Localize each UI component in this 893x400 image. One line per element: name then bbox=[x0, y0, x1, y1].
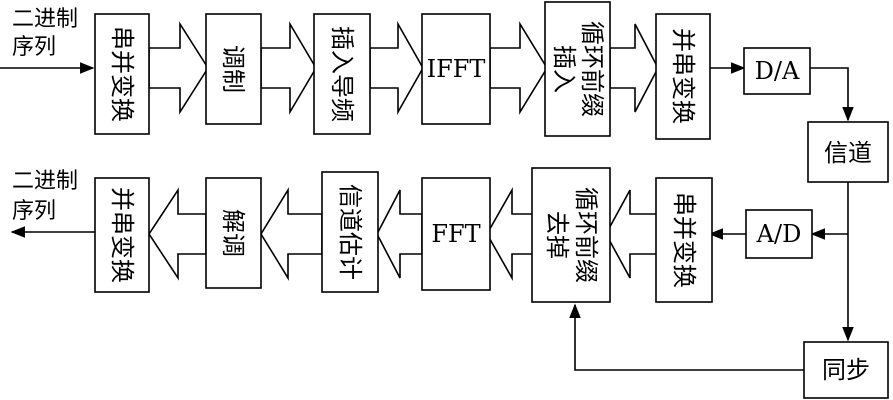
rx-fft-label: FFT bbox=[431, 220, 480, 248]
rx-fat-arrow-4 bbox=[260, 187, 323, 281]
tx-fat-arrow-3 bbox=[369, 20, 424, 116]
tx-fat-arrow-5 bbox=[609, 23, 659, 113]
rx-remove-cp-block: 去掉 循环前缀 bbox=[531, 167, 611, 303]
rx-remove-cp-label-line2: 循环前缀 bbox=[572, 187, 600, 283]
rx-fat-arrow-3 bbox=[376, 189, 423, 279]
adc-block: A/D bbox=[745, 209, 813, 259]
adc-label: A/D bbox=[756, 220, 802, 248]
sync-to-remove-cp-arrow bbox=[569, 303, 804, 371]
tx-input-label-line2: 序列 bbox=[12, 35, 56, 60]
rx-output-label-line1: 二进制 bbox=[12, 169, 78, 194]
tx-parallel-to-serial-block: 并串变换 bbox=[655, 13, 711, 140]
sync-label: 同步 bbox=[822, 356, 870, 384]
rx-serial-to-parallel-block: 串并变换 bbox=[655, 177, 713, 303]
tx-fat-arrow-1 bbox=[148, 21, 209, 115]
tx-input-label-line1: 二进制 bbox=[12, 7, 78, 32]
rx-remove-cp-label-line1: 去掉 bbox=[543, 211, 571, 259]
rx-fat-arrow-1 bbox=[605, 189, 659, 279]
channel-label: 信道 bbox=[824, 139, 872, 167]
rx-demodulation-label: 解调 bbox=[219, 209, 247, 257]
dac-to-channel-arrow bbox=[810, 67, 854, 122]
tx-serial-to-parallel-label: 串并变换 bbox=[108, 26, 136, 122]
tx-fat-arrow-4 bbox=[489, 21, 548, 115]
tx-insert-cp-label-line2: 循环前缀 bbox=[578, 21, 606, 117]
tx-serial-to-parallel-block: 串并变换 bbox=[94, 13, 150, 135]
dac-label: D/A bbox=[755, 57, 800, 85]
tx-modulation-block: 调制 bbox=[205, 13, 262, 125]
tx-insert-cp-label-line1: 插入 bbox=[550, 45, 578, 93]
rx-fat-arrow-2 bbox=[486, 186, 535, 282]
tx-modulation-label: 调制 bbox=[219, 45, 247, 93]
dac-block: D/A bbox=[743, 47, 811, 95]
rx-fft-block: FFT bbox=[421, 177, 491, 291]
rx-parallel-to-serial-label: 并串变换 bbox=[108, 187, 136, 283]
tx-ifft-label: IFFT bbox=[427, 55, 486, 83]
tx-ifft-block: IFFT bbox=[421, 13, 491, 125]
tx-insert-pilot-label: 插入导频 bbox=[328, 26, 356, 122]
sync-block: 同步 bbox=[803, 341, 889, 399]
tx-parallel-to-serial-label: 并串变换 bbox=[669, 28, 697, 124]
rx-fat-arrow-5 bbox=[148, 187, 207, 281]
tx-insert-pilot-block: 插入导频 bbox=[313, 13, 371, 135]
rx-output-label-line2: 序列 bbox=[12, 199, 56, 224]
rx-demodulation-block: 解调 bbox=[205, 177, 262, 289]
rx-serial-to-parallel-label: 串并变换 bbox=[670, 192, 698, 288]
rx-channel-estimation-label: 信道估计 bbox=[336, 184, 364, 280]
rx-parallel-to-serial-block: 并串变换 bbox=[94, 177, 150, 293]
channel-block: 信道 bbox=[807, 121, 889, 183]
rx-channel-estimation-block: 信道估计 bbox=[321, 171, 379, 293]
tx-fat-arrow-2 bbox=[260, 21, 317, 115]
tx-insert-cp-block: 插入 循环前缀 bbox=[544, 1, 611, 137]
